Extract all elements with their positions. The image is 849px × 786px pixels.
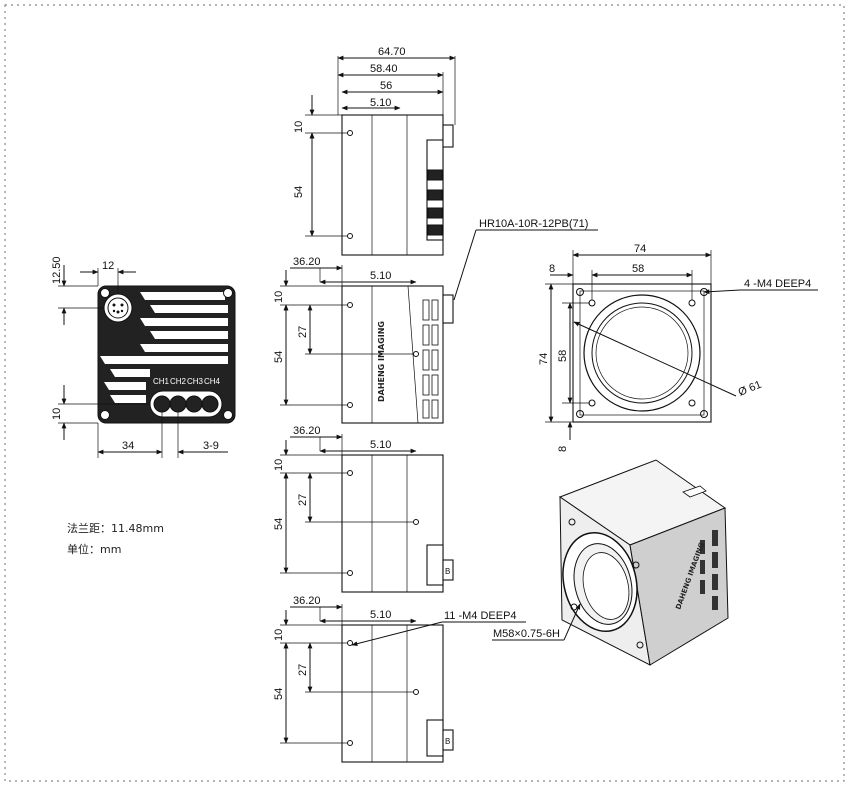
top-view: 64.70 58.40 56 5.10 10 54 HR10A-10R-12PB… — [293, 46, 598, 301]
ch4-label: CH4 — [204, 377, 221, 386]
side1-dim-36-20: 36.20 — [293, 256, 321, 268]
top-dim-10: 10 — [293, 121, 305, 133]
front-dim-58-left: 58 — [557, 350, 569, 362]
side-view-3: B 36.20 5.10 10 27 54 11 -M4 DEEP4 — [273, 595, 526, 763]
side2-dim-27: 27 — [297, 494, 309, 506]
side-view-2: B 36.20 5.10 10 27 54 — [273, 425, 454, 593]
front-dim-8-left: 8 — [557, 446, 569, 452]
side1-dim-5-10: 5.10 — [370, 270, 391, 282]
side3-dim-36-20: 36.20 — [293, 595, 321, 607]
front-dim-58-top: 58 — [632, 263, 644, 275]
side-view-1: DAHENG IMAGING 36.20 5.10 10 27 54 — [273, 256, 454, 424]
svg-text:B: B — [445, 737, 450, 746]
side1-dim-54: 54 — [273, 351, 285, 363]
front-diameter-label: Ø 61 — [737, 379, 764, 399]
back-dim-34: 34 — [122, 440, 134, 452]
ch2-label: CH2 — [170, 377, 187, 386]
back-view: CH1 CH2 CH3 CH4 12.50 12 10 34 3-9 — [51, 256, 236, 458]
top-dim-64-70: 64.70 — [378, 46, 406, 58]
side2-dim-5-10: 5.10 — [370, 439, 391, 451]
side2-dim-54: 54 — [273, 518, 285, 530]
side3-dim-5-10: 5.10 — [370, 609, 391, 621]
top-dim-54: 54 — [293, 186, 305, 198]
side2-dim-36-20: 36.20 — [293, 425, 321, 437]
back-dim-12: 12 — [102, 260, 114, 272]
front-dim-74-top: 74 — [634, 243, 646, 255]
iso-view: DAHENG IMAGING M58×0.75-6H — [492, 459, 729, 666]
side1-dim-27: 27 — [297, 326, 309, 338]
front-dim-8-top: 8 — [549, 263, 555, 275]
side3-dim-27: 27 — [297, 664, 309, 676]
side3-dim-54: 54 — [273, 688, 285, 700]
front-view: Ø 61 74 58 8 74 58 8 4 -M4 DEEP4 — [538, 243, 818, 452]
connector-label: HR10A-10R-12PB(71) — [479, 218, 588, 230]
side-logo: DAHENG IMAGING — [377, 321, 386, 402]
side3-dim-10: 10 — [273, 629, 285, 641]
unit-note: 单位：mm — [67, 543, 122, 556]
side2-dim-10: 10 — [273, 459, 285, 471]
flange-distance-note: 法兰距：11.48mm — [67, 522, 164, 535]
top-dim-56: 56 — [380, 80, 392, 92]
top-dim-5-10: 5.10 — [370, 97, 391, 109]
side1-dim-10: 10 — [273, 291, 285, 303]
front-dim-74-left: 74 — [538, 353, 550, 365]
top-dim-58-40: 58.40 — [370, 63, 398, 75]
front-thread-label: 4 -M4 DEEP4 — [744, 278, 811, 290]
side3-thread-label: 11 -M4 DEEP4 — [444, 610, 517, 622]
dotted-border — [4, 4, 845, 782]
back-dim-12-50: 12.50 — [51, 256, 63, 284]
svg-text:B: B — [445, 567, 450, 576]
back-dim-3-9: 3-9 — [203, 440, 219, 452]
ch3-label: CH3 — [187, 377, 204, 386]
ch1-label: CH1 — [153, 377, 170, 386]
back-dim-10: 10 — [51, 408, 63, 420]
iso-thread-label: M58×0.75-6H — [493, 628, 560, 640]
